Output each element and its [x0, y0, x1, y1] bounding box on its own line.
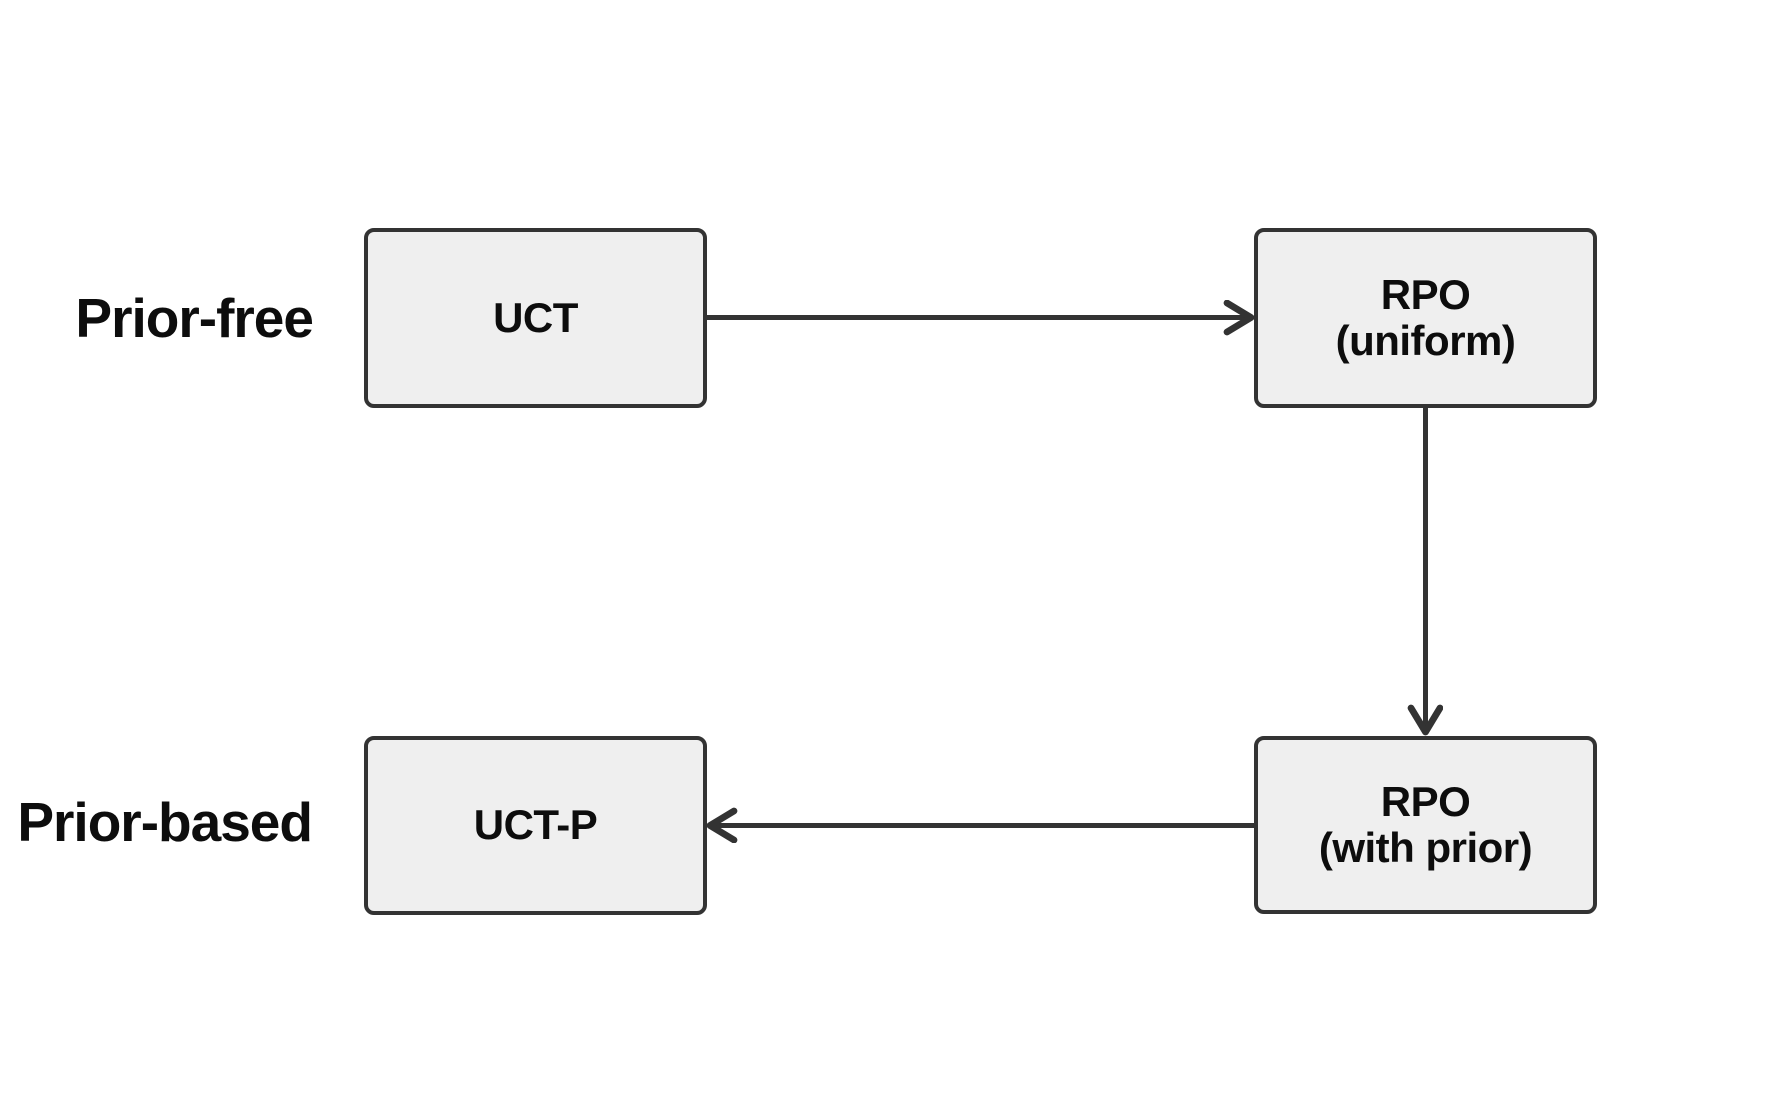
- node-rpo-with-prior: RPO (with prior): [1254, 736, 1597, 914]
- row-label-prior-based: Prior-based: [17, 791, 313, 853]
- row-label-prior-free: Prior-free: [75, 287, 314, 349]
- node-uct-p: UCT-P: [364, 736, 707, 915]
- node-uct: UCT: [364, 228, 707, 408]
- node-rpo-uniform: RPO (uniform): [1254, 228, 1597, 408]
